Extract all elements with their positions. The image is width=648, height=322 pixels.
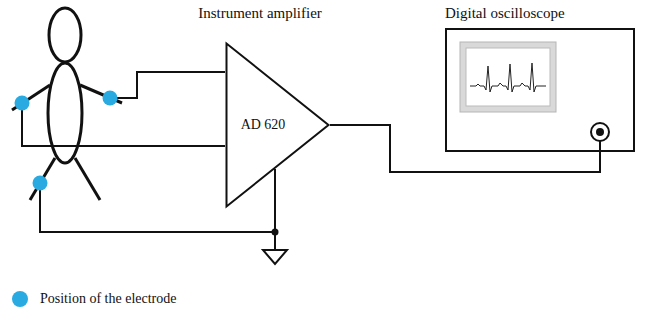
ground-wire	[274, 169, 276, 250]
screen-display	[466, 48, 550, 106]
head	[49, 8, 81, 62]
amplifier-triangle: Instrument amplifier AD 620	[160, 0, 360, 212]
node-heading: Digital oscilloscope	[445, 4, 565, 22]
wire	[40, 183, 275, 232]
node-heading: Instrument amplifier	[160, 4, 360, 22]
legend: Position of the electrode	[12, 291, 176, 307]
bnc-pin	[596, 128, 604, 136]
stick-figure	[12, 8, 122, 200]
electrode-dot	[103, 91, 118, 106]
left-leg	[30, 158, 55, 200]
legend-entry: Position of the electrode	[12, 291, 176, 307]
wire	[110, 72, 225, 98]
junction-dot	[272, 229, 279, 236]
electrodes	[15, 91, 118, 191]
right-leg	[75, 158, 100, 200]
screen-bezel	[460, 42, 556, 112]
torso	[48, 63, 82, 163]
electrode-dot	[15, 96, 30, 111]
electrode-dot	[33, 176, 48, 191]
left-arm	[12, 85, 50, 110]
signal-wire	[330, 125, 600, 172]
bnc-ring	[591, 123, 609, 141]
legend-swatch	[12, 291, 28, 307]
instrument-housing	[445, 28, 635, 152]
screen	[460, 42, 556, 112]
wire	[22, 103, 225, 146]
amplifier-outline	[227, 44, 329, 207]
bnc-connector	[591, 123, 609, 141]
ecg-waveform	[470, 63, 546, 92]
oscilloscope-box: Digital oscilloscope	[440, 0, 640, 156]
node-label: AD 620	[233, 116, 293, 134]
ground-symbol	[263, 250, 287, 264]
legend-text: Position of the electrode	[40, 291, 176, 307]
